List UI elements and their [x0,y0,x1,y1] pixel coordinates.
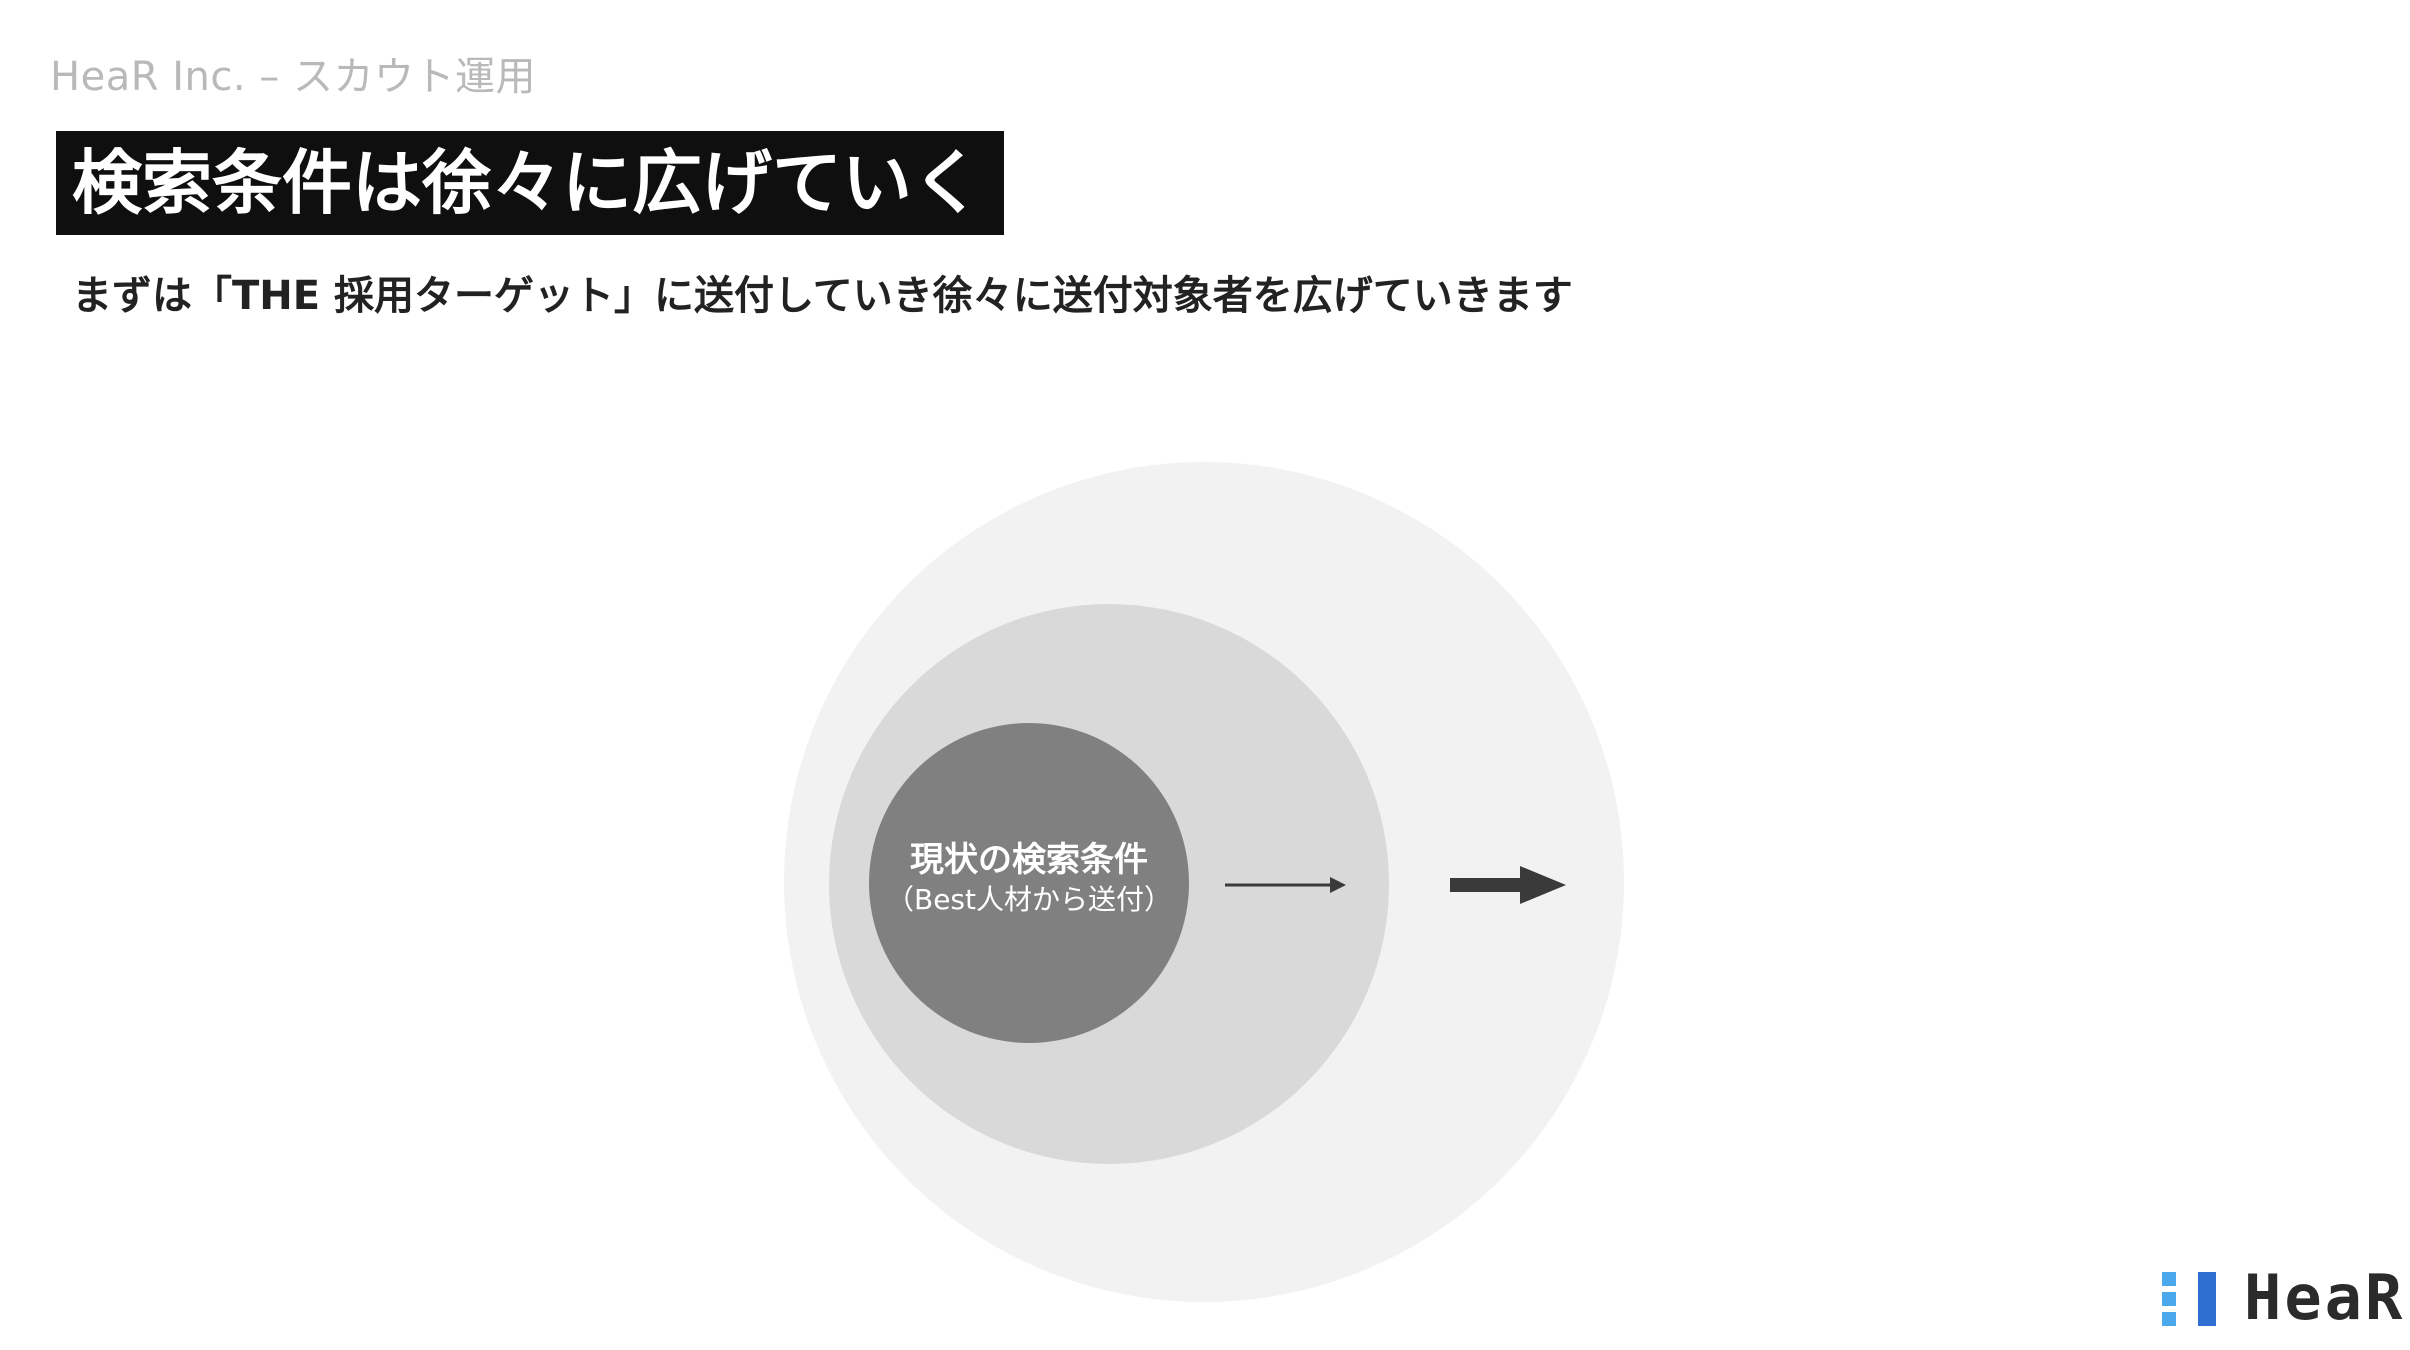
thin-arrow-icon [1225,877,1346,893]
inner-circle [869,723,1189,1043]
header-company-name: HeaR Inc. – スカウト運用 [50,54,536,100]
slide-title: 検索条件は徐々に広げていく [72,142,982,224]
current-search-condition-sublabel: （Best人材から送付） [885,883,1172,916]
title-background [56,131,1004,235]
hear-logo-icon [2162,1272,2216,1326]
hear-logo-text: HeaR [2244,1261,2406,1334]
slide-subtitle: まずは「THE 採用ターゲット」に送付していき徐々に送付対象者を広げていきます [72,273,1573,319]
current-search-condition-label: 現状の検索条件 [910,840,1148,880]
thick-arrow-icon [1450,866,1566,904]
inner-circle-label: 現状の検索条件 （Best人材から送付） [869,838,1189,918]
